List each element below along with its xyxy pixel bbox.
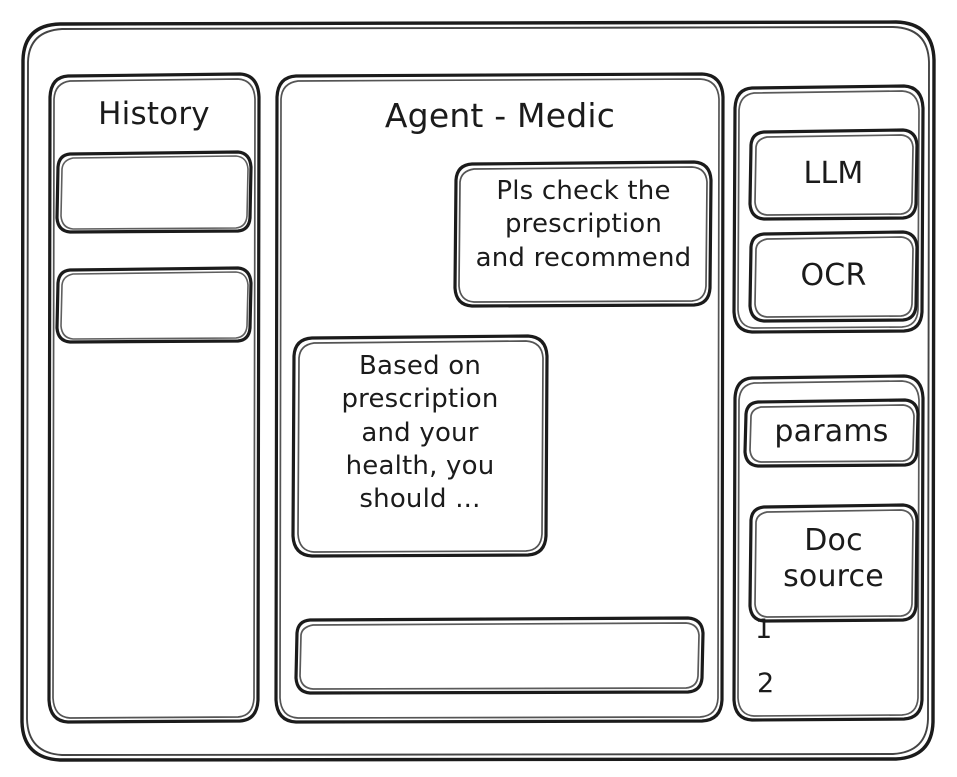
sidebar-item-1[interactable]	[57, 152, 252, 232]
tool-card-doc-source-label: Doc source	[783, 523, 884, 594]
message-user-text: Pls check the prescription and recommend	[475, 176, 692, 273]
sidebar-item-2[interactable]	[57, 268, 252, 342]
tool-card-params[interactable]: params	[745, 400, 918, 466]
doc-source-list-item-1[interactable]: 1	[755, 614, 773, 645]
message-assistant-text: Based on prescription and your health, y…	[341, 351, 499, 515]
tool-card-doc-source[interactable]: Doc source	[750, 505, 917, 621]
page-title: Agent - Medic	[384, 96, 616, 135]
tool-card-llm[interactable]: LLM	[750, 130, 917, 219]
tool-card-params-label: params	[774, 414, 889, 449]
tool-card-ocr[interactable]: OCR	[750, 232, 917, 321]
message-user: Pls check the prescription and recommend	[455, 162, 712, 307]
message-assistant: Based on prescription and your health, y…	[293, 336, 547, 557]
tool-card-ocr-label: OCR	[800, 258, 867, 293]
sidebar-title: History	[98, 96, 210, 132]
doc-source-list-item-2[interactable]: 2	[757, 668, 775, 699]
tool-card-llm-label: LLM	[803, 156, 864, 191]
composer-input[interactable]	[296, 618, 703, 693]
